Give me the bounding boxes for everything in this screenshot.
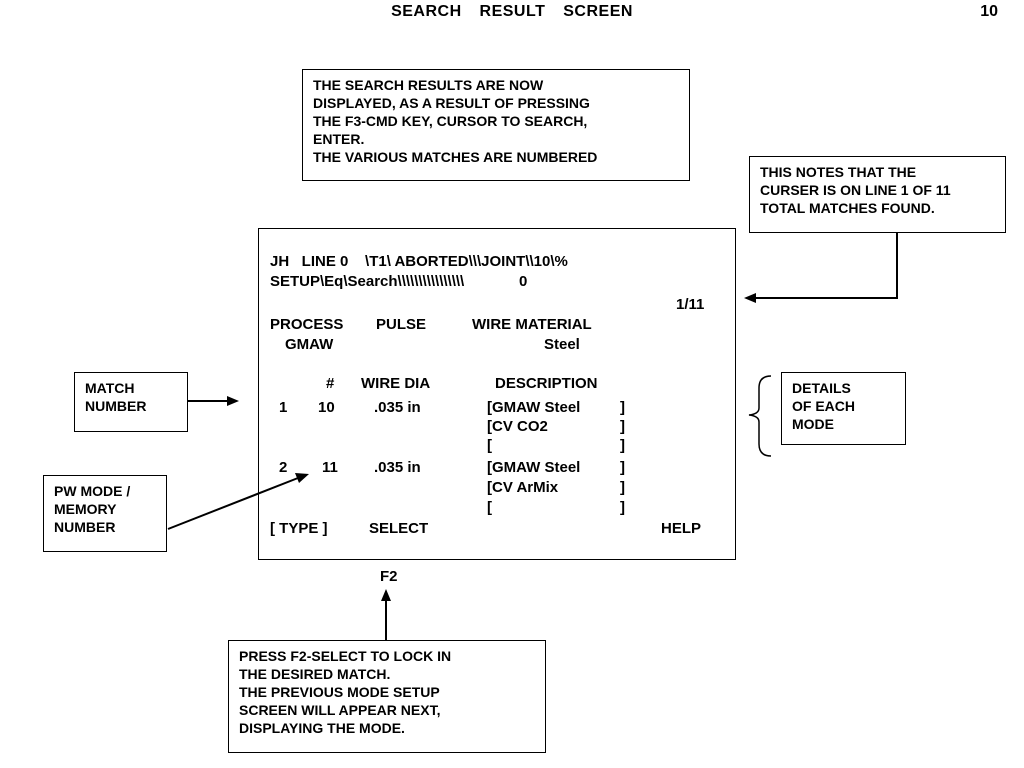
select-softkey[interactable]: SELECT bbox=[369, 520, 429, 537]
description-bracket: ] bbox=[620, 479, 625, 496]
match-description-line: [CV ArMix bbox=[487, 479, 559, 496]
description-bracket: ] bbox=[620, 499, 625, 516]
wire-material-header: WIRE MATERIAL bbox=[472, 316, 592, 333]
details-brace bbox=[748, 375, 772, 457]
page-number: 10 bbox=[980, 3, 998, 20]
match-wire-dia: .035 in bbox=[374, 459, 421, 476]
number-column-header: # bbox=[326, 375, 335, 392]
details-note: DETAILS OF EACH MODE bbox=[781, 372, 906, 445]
match-description-line: [ bbox=[487, 499, 492, 516]
setup-value: 0 bbox=[519, 273, 528, 290]
type-softkey[interactable]: [ TYPE ] bbox=[270, 520, 328, 537]
match-index: 1 bbox=[279, 399, 288, 416]
setup-path: SETUP\Eq\Search\\\\\\\\\\\\\\\\ bbox=[270, 273, 465, 290]
match-description-line: [GMAW Steel bbox=[487, 399, 581, 416]
cursor-note: THIS NOTES THAT THE CURSER IS ON LINE 1 … bbox=[749, 156, 1006, 233]
description-bracket: ] bbox=[620, 418, 625, 435]
wire-dia-column-header: WIRE DIA bbox=[361, 375, 431, 392]
process-header: PROCESS bbox=[270, 316, 344, 333]
process-value: GMAW bbox=[285, 336, 334, 353]
device-screen: JH LINE 0 \T1\ ABORTED\\\JOINT\\10\% SET… bbox=[258, 228, 736, 560]
match-number-note: MATCH NUMBER bbox=[74, 372, 188, 432]
bottom-note: PRESS F2-SELECT TO LOCK IN THE DESIRED M… bbox=[228, 640, 546, 753]
match-description-line: [GMAW Steel bbox=[487, 459, 581, 476]
match-index: 2 bbox=[279, 459, 288, 476]
cursor-arrow bbox=[755, 233, 898, 299]
top-note: THE SEARCH RESULTS ARE NOW DISPLAYED, AS… bbox=[302, 69, 690, 181]
arrowhead bbox=[381, 589, 391, 601]
match-mode-number: 11 bbox=[322, 459, 338, 476]
pulse-header: PULSE bbox=[376, 316, 427, 333]
wire-material-value: Steel bbox=[544, 336, 580, 353]
status-line: JH LINE 0 \T1\ ABORTED\\\JOINT\\10\% bbox=[270, 253, 568, 270]
description-column-header: DESCRIPTION bbox=[495, 375, 598, 392]
description-bracket: ] bbox=[620, 399, 625, 416]
page-title: SEARCH RESULT SCREEN bbox=[391, 3, 633, 20]
description-bracket: ] bbox=[620, 459, 625, 476]
arrowhead bbox=[227, 396, 239, 406]
match-mode-number: 10 bbox=[318, 399, 335, 416]
position-indicator: 1/11 bbox=[676, 296, 705, 313]
match-description-line: [CV CO2 bbox=[487, 418, 548, 435]
f2-key-label: F2 bbox=[380, 568, 398, 585]
match-description-line: [ bbox=[487, 437, 492, 454]
help-softkey[interactable]: HELP bbox=[661, 520, 702, 537]
arrowhead bbox=[744, 293, 756, 303]
pw-mode-note: PW MODE / MEMORY NUMBER bbox=[43, 475, 167, 552]
match-wire-dia: .035 in bbox=[374, 399, 421, 416]
description-bracket: ] bbox=[620, 437, 625, 454]
